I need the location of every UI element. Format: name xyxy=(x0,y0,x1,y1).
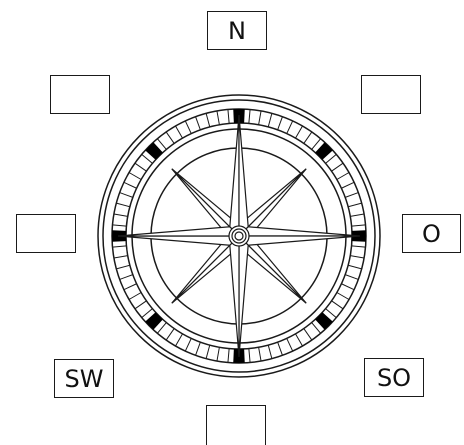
scale-tick xyxy=(337,293,349,300)
label-southeast: SO xyxy=(364,358,424,397)
star-point-facet xyxy=(172,236,239,303)
scale-tick xyxy=(326,154,337,163)
direction-marker xyxy=(315,312,333,330)
scale-tick xyxy=(114,214,128,216)
scale-tick xyxy=(352,225,366,226)
direction-marker xyxy=(145,142,163,160)
scale-tick xyxy=(345,275,358,280)
scale-tick xyxy=(166,132,174,143)
star-point-facet xyxy=(172,169,239,236)
label-southwest: SW xyxy=(54,359,114,398)
star-point-facet xyxy=(118,236,239,245)
scale-tick xyxy=(259,111,261,125)
scale-tick xyxy=(348,265,362,269)
star-point-facet xyxy=(230,236,239,357)
scale-tick xyxy=(206,345,210,359)
star-point-facet xyxy=(239,236,360,245)
scale-tick xyxy=(206,113,210,127)
scale-tick xyxy=(112,246,126,247)
scale-tick xyxy=(268,345,272,359)
label-northwest xyxy=(50,75,110,114)
scale-tick xyxy=(350,214,364,216)
scale-tick xyxy=(114,256,128,258)
label-west xyxy=(16,214,76,253)
scale-tick xyxy=(352,246,366,247)
label-south xyxy=(206,405,266,445)
scale-tick xyxy=(120,193,133,198)
star-point-facet xyxy=(118,227,239,236)
label-east: O xyxy=(402,214,461,253)
scale-tick xyxy=(341,182,354,188)
label-northeast xyxy=(361,75,421,114)
scale-tick xyxy=(185,338,191,351)
scale-tick xyxy=(259,347,261,361)
scale-tick xyxy=(157,323,166,334)
star-point-facet xyxy=(239,236,306,303)
scale-tick xyxy=(228,349,229,363)
scale-tick xyxy=(124,182,137,188)
scale-tick xyxy=(129,173,141,180)
scale-tick xyxy=(312,323,321,334)
scale-tick xyxy=(304,132,312,143)
star-point-facet xyxy=(239,169,306,236)
scale-tick xyxy=(217,111,219,125)
scale-tick xyxy=(166,329,174,340)
scale-tick xyxy=(345,193,358,198)
scale-tick xyxy=(332,163,343,171)
scale-tick xyxy=(129,293,141,300)
scale-tick xyxy=(135,301,146,309)
scale-tick xyxy=(296,126,303,138)
star-point-facet xyxy=(230,115,239,236)
direction-marker xyxy=(315,142,333,160)
scale-tick xyxy=(228,109,229,123)
scale-tick xyxy=(287,338,293,351)
scale-tick xyxy=(341,284,354,290)
star-point-facet xyxy=(239,227,360,236)
scale-tick xyxy=(157,139,166,150)
star-point-facet xyxy=(239,115,248,236)
scale-tick xyxy=(296,334,303,346)
scale-tick xyxy=(120,275,133,280)
scale-tick xyxy=(142,154,153,163)
scale-tick xyxy=(268,113,272,127)
scale-tick xyxy=(124,284,137,290)
scale-tick xyxy=(217,347,219,361)
scale-tick xyxy=(176,334,183,346)
scale-tick xyxy=(135,163,146,171)
scale-tick xyxy=(142,309,153,318)
scale-tick xyxy=(249,349,250,363)
scale-tick xyxy=(337,173,349,180)
scale-tick xyxy=(185,121,191,134)
scale-tick xyxy=(116,203,130,207)
center-hub xyxy=(229,226,249,246)
star-point-facet xyxy=(239,236,248,357)
scale-tick xyxy=(348,203,362,207)
scale-tick xyxy=(112,225,126,226)
scale-tick xyxy=(278,342,283,355)
scale-tick xyxy=(196,117,201,130)
label-north: N xyxy=(207,11,267,50)
scale-tick xyxy=(116,265,130,269)
scale-tick xyxy=(304,329,312,340)
scale-tick xyxy=(287,121,293,134)
scale-tick xyxy=(176,126,183,138)
scale-tick xyxy=(312,139,321,150)
scale-tick xyxy=(278,117,283,130)
scale-tick xyxy=(196,342,201,355)
direction-marker xyxy=(145,312,163,330)
scale-tick xyxy=(350,256,364,258)
scale-tick xyxy=(332,301,343,309)
scale-tick xyxy=(326,309,337,318)
scale-tick xyxy=(249,109,250,123)
